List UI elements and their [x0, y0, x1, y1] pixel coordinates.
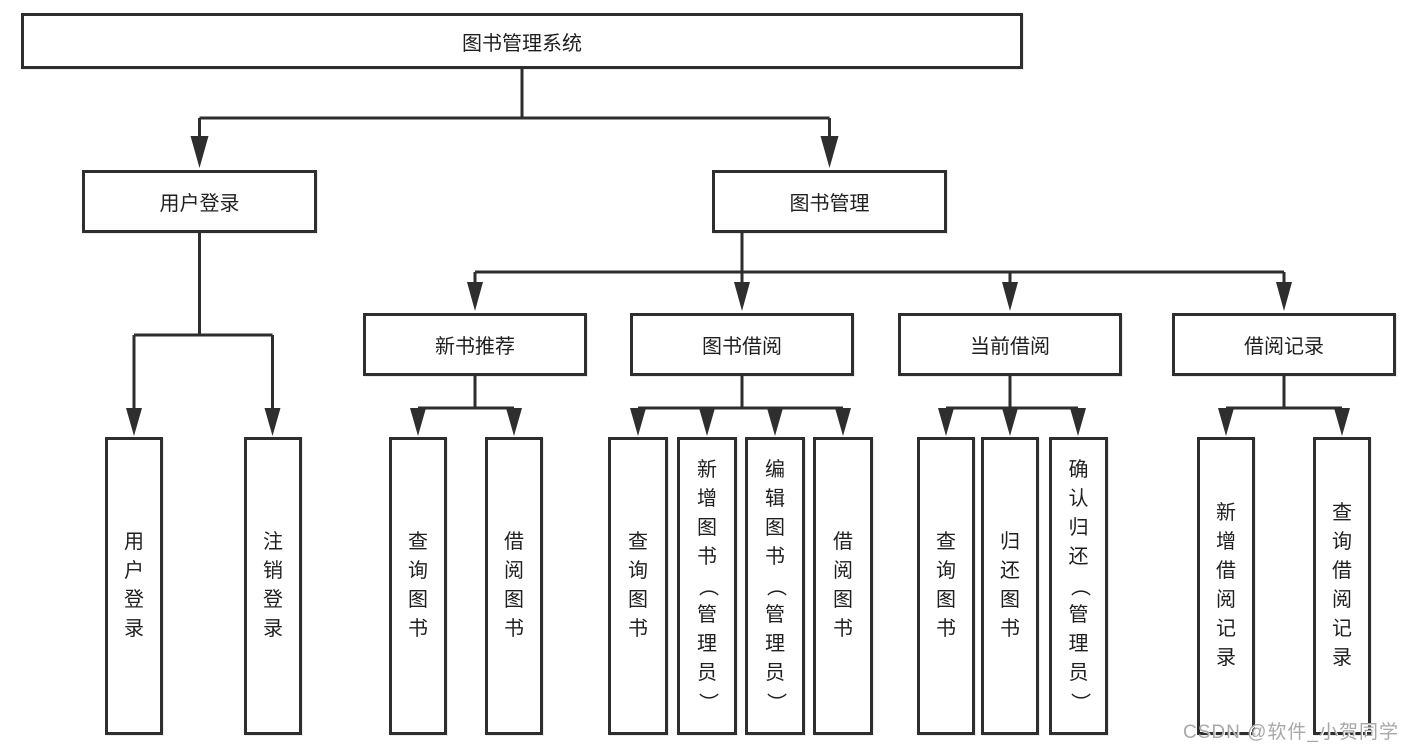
node-user-login: 用户登录	[82, 170, 317, 233]
node-add-books-admin: 新增图书（管理员）	[677, 437, 737, 735]
csdn-watermark: CSDN @软件_小贺同学	[1183, 722, 1399, 743]
node-query-borrow-record: 查询借阅记录	[1313, 437, 1371, 735]
node-book-borrow: 图书借阅	[630, 313, 854, 376]
node-new-book-recommend: 新书推荐	[363, 313, 587, 376]
node-borrow-records: 借阅记录	[1172, 313, 1396, 376]
node-logout-leaf: 注销登录	[244, 437, 302, 735]
node-library-system: 图书管理系统	[21, 13, 1023, 69]
node-book-management: 图书管理	[712, 170, 947, 233]
node-borrow-books-1: 借阅图书	[485, 437, 543, 735]
node-edit-books-admin: 编辑图书（管理员）	[745, 437, 805, 735]
node-current-borrow: 当前借阅	[898, 313, 1122, 376]
node-borrow-books-2: 借阅图书	[813, 437, 873, 735]
node-add-borrow-record: 新增借阅记录	[1197, 437, 1255, 735]
node-return-books: 归还图书	[981, 437, 1039, 735]
node-query-books-2: 查询图书	[608, 437, 668, 735]
node-query-books-1: 查询图书	[389, 437, 447, 735]
node-user-login-leaf: 用户登录	[105, 437, 163, 735]
node-confirm-return-admin: 确认归还（管理员）	[1049, 437, 1108, 735]
node-query-books-3: 查询图书	[917, 437, 975, 735]
